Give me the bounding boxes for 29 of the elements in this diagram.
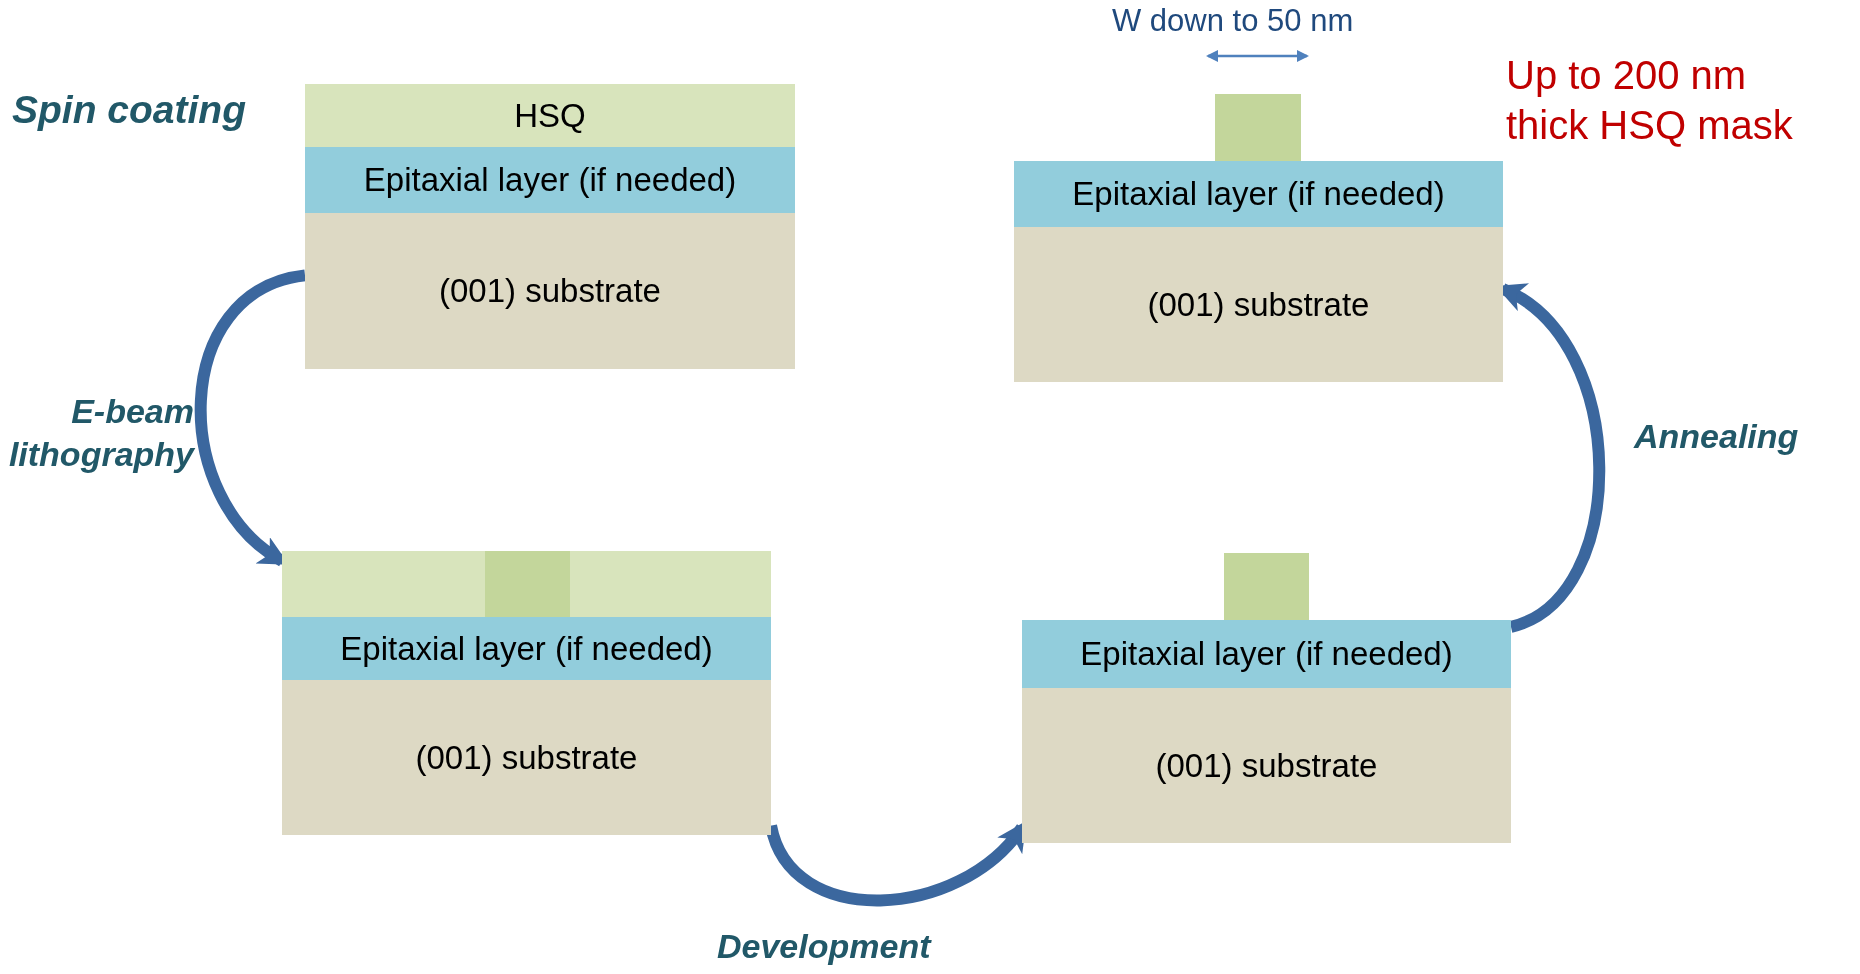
resist-layer bbox=[305, 84, 795, 147]
layer-label: Epitaxial layer (if needed) bbox=[340, 629, 713, 668]
epitaxial-layer bbox=[1022, 620, 1511, 688]
layer-label: HSQ bbox=[514, 96, 586, 135]
curved-arrow bbox=[194, 269, 307, 566]
layer-label: (001) substrate bbox=[415, 738, 638, 777]
layer-label: Epitaxial layer (if needed) bbox=[1080, 635, 1453, 673]
substrate-layer bbox=[282, 680, 771, 835]
step-label: Annealing bbox=[1634, 416, 1799, 457]
epitaxial-layer bbox=[1014, 161, 1503, 227]
note-text: Up to 200 nm thick HSQ mask bbox=[1506, 52, 1794, 149]
epitaxial-layer bbox=[282, 617, 771, 680]
step-label: E-beam lithography bbox=[7, 391, 194, 475]
substrate-layer bbox=[1022, 688, 1511, 843]
epitaxial-layer bbox=[305, 147, 795, 213]
step-label: Development bbox=[717, 926, 931, 967]
substrate-layer bbox=[1014, 227, 1503, 382]
layer-label: (001) substrate bbox=[1155, 746, 1378, 785]
dimension-label: W down to 50 nm bbox=[1112, 2, 1354, 40]
resist-feature bbox=[1224, 553, 1309, 620]
resist-layer bbox=[282, 551, 771, 617]
layer-label: (001) substrate bbox=[439, 272, 661, 310]
layer-label: Epitaxial layer (if needed) bbox=[363, 161, 737, 199]
resist-feature bbox=[1215, 94, 1301, 161]
step-label: Spin coating bbox=[12, 87, 246, 133]
layer-label: Epitaxial layer (if needed) bbox=[1072, 175, 1445, 213]
substrate-layer bbox=[305, 213, 795, 369]
resist-feature bbox=[485, 551, 570, 617]
layer-label: (001) substrate bbox=[1147, 285, 1370, 324]
